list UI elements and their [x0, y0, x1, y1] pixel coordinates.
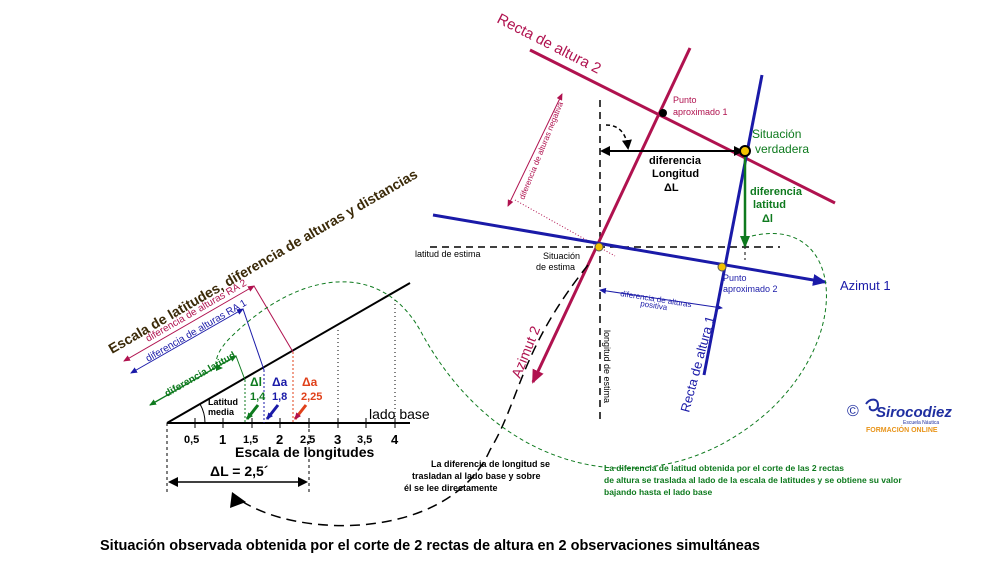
latitude-scale-group [123, 282, 411, 495]
tick-label-1: 1 [219, 432, 226, 447]
punto-aproximado-2-dot [717, 262, 727, 272]
tick-label-4: 4 [391, 432, 399, 447]
longitude-transfer-arrowhead [230, 492, 246, 508]
delta-a2-value: 2,25 [301, 391, 322, 403]
delta-a1-value: 1,8 [272, 391, 287, 403]
situacion-verdadera-1: Situación [752, 127, 801, 141]
situacion-estima-1: Situación [543, 251, 580, 261]
azimut-2-line [531, 47, 692, 384]
sirocodiez-logo: © Sirocodiez Escuela Náutica FORMACIÓN O… [847, 398, 952, 434]
curved-arrow-top [605, 124, 632, 150]
dif-alt-positiva-2: positiva [640, 299, 669, 312]
dif-longitud-1: diferencia [649, 155, 702, 167]
dif-alt-positiva-dim [599, 287, 723, 311]
delta-a2-arrow [293, 404, 308, 420]
lado-base: lado base [369, 406, 430, 422]
tick-label-2: 2 [276, 432, 283, 447]
azimut-1-line [432, 213, 827, 286]
base-ticks [194, 418, 396, 428]
latitud-media-2: media [208, 407, 235, 417]
dif-alt-negativa-dim [507, 93, 563, 207]
delta-l-label: Δl [250, 375, 262, 389]
situacion-verdadera-2: verdadera [755, 142, 809, 156]
logo-brand: Sirocodiez [876, 404, 952, 421]
punto-aproximado-1-dot [659, 109, 667, 117]
tick-label-3-5: 3,5 [357, 434, 372, 446]
dif-longitud-3: ΔL [664, 182, 679, 194]
latitud-media-1: Latitud [208, 397, 238, 407]
tick-label-0-5: 0,5 [184, 434, 199, 446]
logo-formacion: FORMACIÓN ONLINE [866, 425, 938, 434]
dif-longitud-2: Longitud [652, 168, 699, 180]
ra2-tick-right [253, 285, 294, 353]
latitude-transfer-curve [215, 233, 827, 469]
logo-sub: Escuela Náutica [903, 420, 939, 426]
punto-2-label-1: Punto [723, 273, 747, 283]
latitud-media-arc [199, 403, 206, 424]
punto-1-label-1: Punto [673, 95, 697, 105]
plot-group [430, 47, 836, 420]
difflat-tick-right [235, 355, 246, 381]
delta-L-label: ΔL = 2,5´ [210, 463, 269, 479]
tick-label-3: 3 [334, 432, 341, 447]
note-latitud-1: La diferencia de latitud obtenida por el… [604, 463, 844, 473]
situacion-verdadera-dot [739, 145, 751, 157]
situacion-estima-2: de estima [536, 262, 575, 272]
latitud-estima-label: latitud de estima [415, 249, 481, 259]
tick-label-2-5: 2,5 [300, 434, 315, 446]
tick-label-1-5: 1,5 [243, 434, 258, 446]
difflat-dimension [149, 355, 237, 406]
delta-a1-label: Δa [272, 375, 288, 389]
recta-altura-2-line [529, 48, 836, 205]
delta-a2-label: Δa [302, 375, 318, 389]
copyright-symbol: © [847, 403, 859, 420]
diagram-title: Situación observada obtenida por el cort… [100, 538, 760, 554]
note-latitud-2: de altura se traslada al lado de la esca… [604, 475, 902, 485]
wave-icon [865, 398, 880, 412]
scale-title: Escala de latitudes, diferencia de altur… [106, 166, 421, 357]
punto-2-label-2: aproximado 2 [723, 284, 778, 294]
azimut-1-label: Azimut 1 [840, 278, 891, 293]
dif-latitud-2: latitud [753, 199, 786, 211]
longitud-estima-label: longitud de estima [602, 330, 612, 403]
dif-alt-negativa-label: diferencia de alturas negativa [518, 100, 566, 201]
delta-l-arrow [245, 404, 260, 420]
recta-altura-1-line [702, 74, 764, 376]
note-latitud-3: bajando hasta el lado base [604, 487, 712, 497]
ra1-tick-right [242, 308, 265, 371]
dif-latitud-1: diferencia [750, 186, 803, 198]
azimut-2-dotted-ext [514, 199, 616, 257]
dif-latitud-3: Δl [762, 213, 773, 225]
recta-altura-2-label: Recta de altura 2 [494, 10, 604, 77]
note-longitud-1: La diferencia de longitud se [431, 459, 550, 469]
delta-l-value: 1,4 [250, 391, 266, 403]
punto-1-label-2: aproximado 1 [673, 107, 728, 117]
recta-altura-1-label: Recta de altura 1 [677, 314, 717, 414]
longitude-transfer-curve [239, 264, 589, 527]
dif-lat-label: diferencia latitud [163, 350, 238, 400]
note-longitud-3: él se lee directamente [404, 483, 498, 493]
situacion-estima-dot [594, 242, 604, 252]
note-longitud-2: trasladan al lado base y sobre [412, 471, 541, 481]
escala-longitudes: Escala de longitudes [235, 444, 374, 460]
delta-a1-arrow [265, 404, 280, 420]
